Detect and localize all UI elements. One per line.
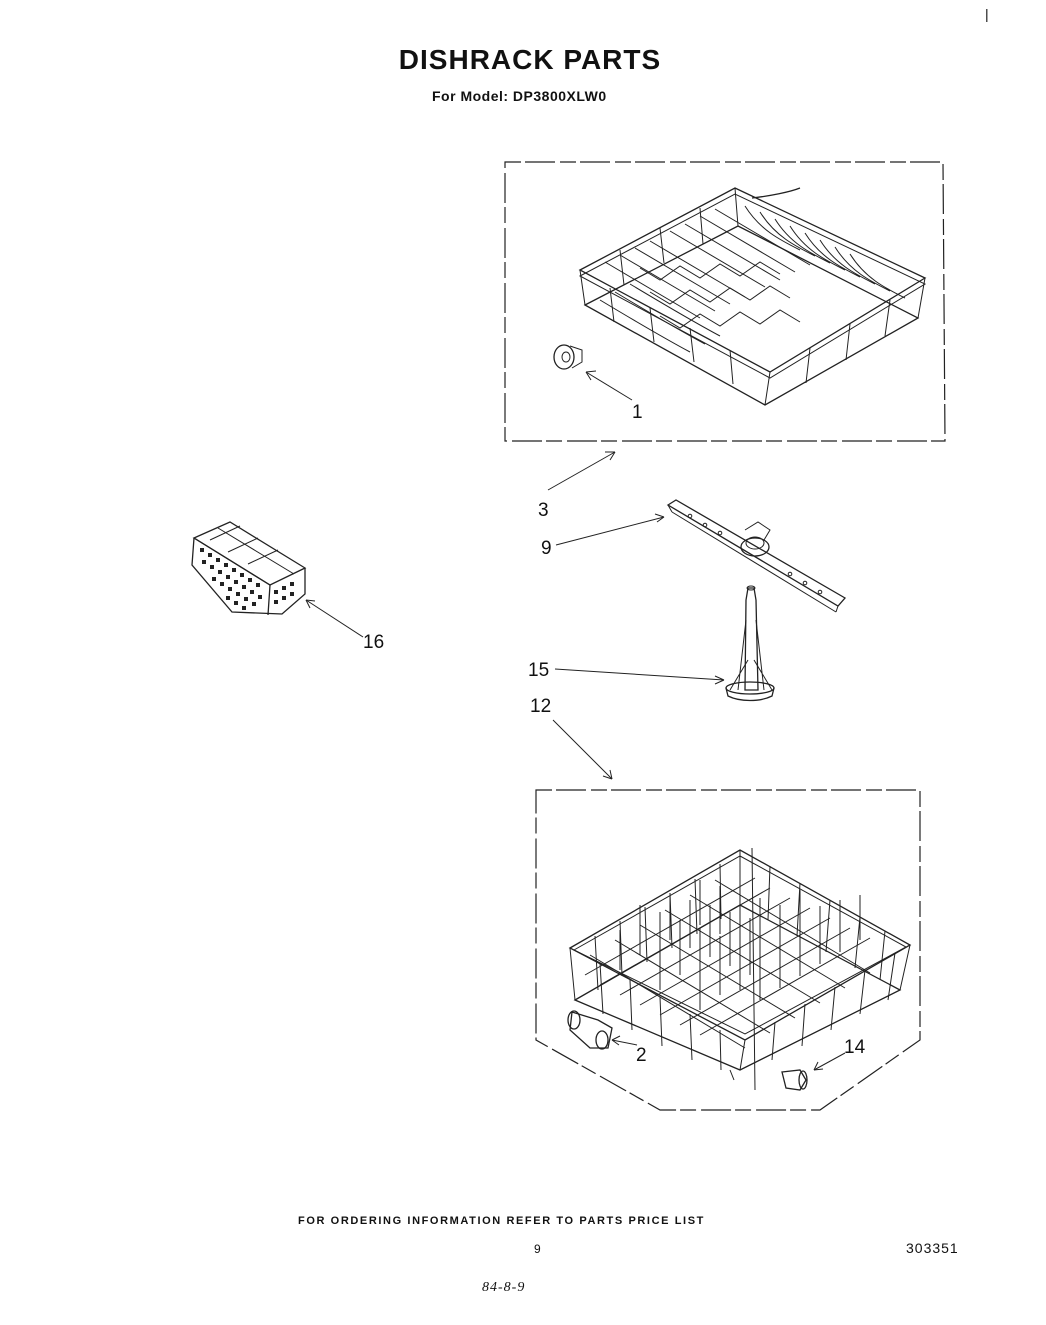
- document-number: 303351: [906, 1240, 959, 1256]
- rack-cap-14: [781, 1069, 808, 1091]
- page-number: 9: [534, 1242, 541, 1256]
- callout-12: 12: [530, 696, 551, 717]
- rack-roller-2: [567, 1010, 613, 1050]
- callout-2: 2: [636, 1045, 647, 1066]
- callout-9: 9: [541, 538, 552, 559]
- ordering-note: FOR ORDERING INFORMATION REFER TO PARTS …: [298, 1215, 705, 1227]
- silverware-basket: [191, 521, 307, 616]
- lower-rack-frame: [535, 789, 921, 1111]
- page-title: DISHRACK PARTS: [398, 44, 662, 75]
- model-line: For Model: DP3800XLW0: [432, 88, 607, 104]
- lower-dishrack: [568, 847, 912, 1091]
- callout-16: 16: [363, 632, 384, 653]
- callout-15: 15: [528, 660, 549, 681]
- spray-tower: [725, 585, 775, 702]
- callout-14: 14: [844, 1037, 866, 1058]
- upper-dishrack: [578, 187, 927, 406]
- date-code: 84-8-9: [482, 1280, 526, 1295]
- callout-1: 1: [632, 402, 643, 423]
- rack-roller-1: [553, 344, 583, 370]
- corner-mark: |: [985, 6, 989, 22]
- leader-lines: [305, 370, 846, 1071]
- spray-arm: [666, 499, 847, 613]
- upper-rack-frame: [504, 161, 946, 442]
- callout-3: 3: [538, 500, 549, 521]
